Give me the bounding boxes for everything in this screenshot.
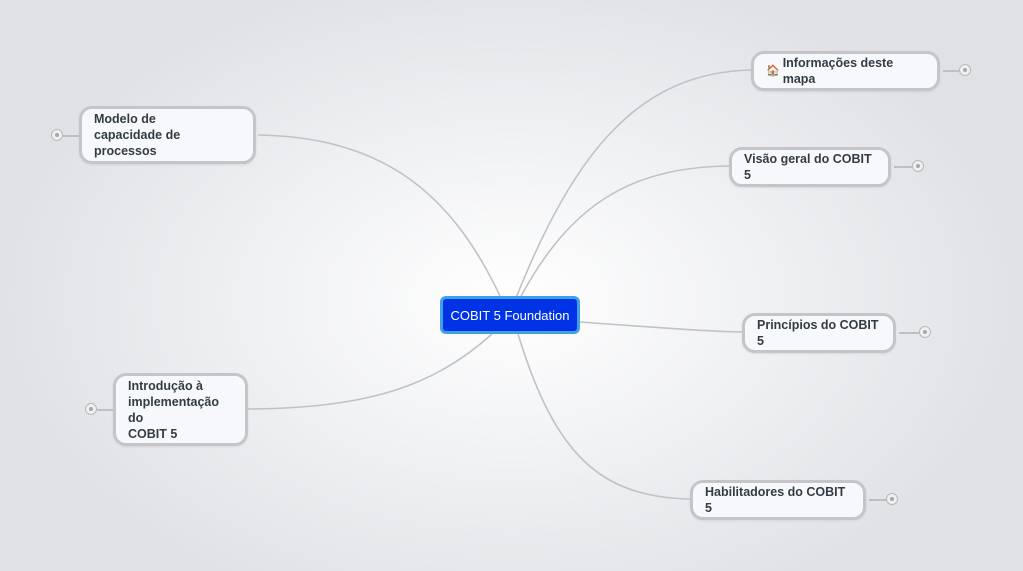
collapse-stub <box>869 499 887 501</box>
collapse-toggle-informacoes[interactable] <box>959 64 971 76</box>
central-topic[interactable]: COBIT 5 Foundation <box>440 296 580 334</box>
connector-introducao <box>247 333 493 410</box>
topic-introducao-implementacao-label: Introdução à implementação do COBIT 5 <box>128 378 220 441</box>
collapse-toggle-visao-geral[interactable] <box>912 160 924 172</box>
collapse-stub <box>63 135 79 137</box>
collapse-toggle-principios[interactable] <box>919 326 931 338</box>
collapse-toggle-habilitadores[interactable] <box>886 493 898 505</box>
topic-habilitadores-label: Habilitadores do COBIT 5 <box>705 485 846 515</box>
connector-modelo <box>257 134 501 297</box>
collapse-stub <box>894 166 912 168</box>
topic-introducao-implementacao[interactable]: Introdução à implementação do COBIT 5 <box>113 373 248 446</box>
house-icon: 🏠 <box>766 65 780 77</box>
topic-modelo-capacidade[interactable]: Modelo de capacidade de processos <box>79 106 256 164</box>
topic-visao-geral-label: Visão geral do COBIT 5 <box>744 152 872 182</box>
connector-info <box>515 69 753 299</box>
central-topic-label: COBIT 5 Foundation <box>450 307 570 323</box>
topic-habilitadores[interactable]: Habilitadores do COBIT 5 <box>690 480 866 520</box>
connector-principios <box>579 321 743 333</box>
topic-informacoes-label: Informações deste mapa <box>782 56 894 86</box>
topic-principios-label: Princípios do COBIT 5 <box>757 318 879 348</box>
topic-principios[interactable]: Princípios do COBIT 5 <box>742 313 896 353</box>
collapse-toggle-modelo-capacidade[interactable] <box>51 129 63 141</box>
connector-visao <box>519 165 731 299</box>
topic-informacoes[interactable]: 🏠 Informações deste mapa <box>751 51 940 91</box>
topic-modelo-capacidade-label: Modelo de capacidade de processos <box>94 112 181 158</box>
collapse-stub <box>943 70 959 72</box>
collapse-stub <box>97 409 113 411</box>
collapse-toggle-introducao-implementacao[interactable] <box>85 403 97 415</box>
connector-habilitadores <box>517 333 691 500</box>
collapse-stub <box>899 332 919 334</box>
topic-visao-geral[interactable]: Visão geral do COBIT 5 <box>729 147 891 187</box>
